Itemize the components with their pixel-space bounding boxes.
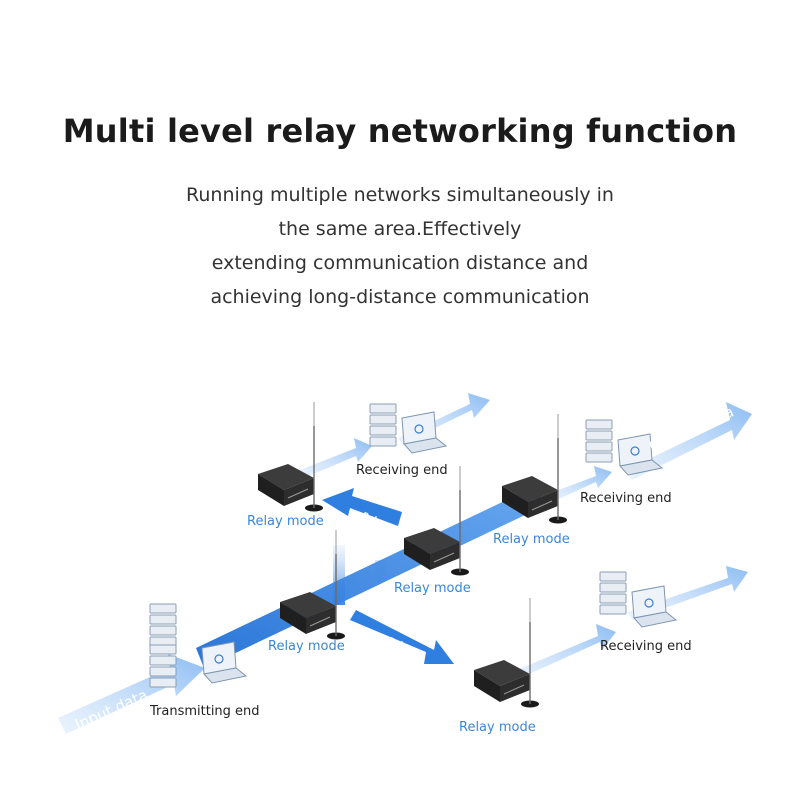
receiving-end-top-station [369,403,447,454]
relay-transmission-label-lower: Relay transmission [371,636,429,674]
receiving-end-bottom-station [599,571,677,628]
relay-transmission-arrow-lower [350,610,454,664]
relay-device-5 [473,597,540,709]
page-title: Multi level relay networking function [62,112,738,150]
relay-mode-label-2: Relay mode [493,532,570,547]
relay-device-1 [257,401,324,513]
transmitting-end-label: Transmitting end [149,704,260,719]
relay-mode-label-5: Relay mode [459,720,536,735]
main-relay-beam [196,486,544,668]
relay-device-3 [501,413,568,525]
subtitle-line-4: achieving long-distance communication [210,286,590,308]
relay-device-2 [403,465,470,577]
relay-mode-label-3: Relay mode [394,581,471,596]
receiving-end-bottom-label: Receiving end [600,639,692,654]
subtitle-line-3: extending communication distance and [211,252,589,274]
beam-to-right-receiver [548,466,612,502]
relay-mode-label-1: Relay mode [247,514,324,529]
relay-mode-label-4: Relay mode [268,639,345,654]
beam-to-top-receiver [300,438,372,478]
subtitle-line-1: Running multiple networks simultaneously… [186,184,614,206]
receiving-end-top-label: Receiving end [356,463,448,478]
page-subtitle: Running multiple networks simultaneously… [0,178,800,314]
beam-to-bottom-receiver [512,624,616,680]
relay-transmission-arrow-upper [322,488,402,526]
subtitle-line-2: the same area.Effectively [278,218,522,240]
output-data-arrow [626,402,752,480]
receiving-end-right-label: Receiving end [580,491,672,506]
